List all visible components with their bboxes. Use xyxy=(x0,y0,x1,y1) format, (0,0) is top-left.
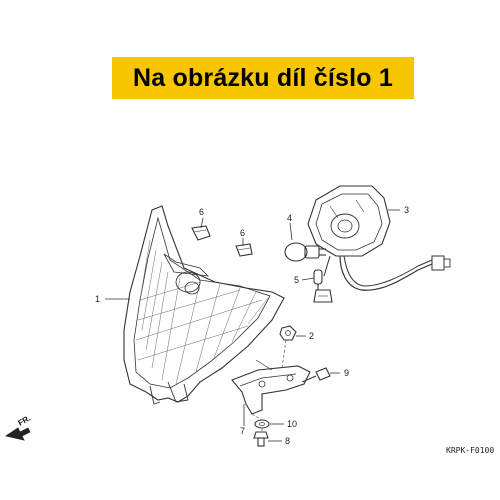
position-light-bulb[interactable] xyxy=(313,269,323,290)
callout-7: 7 xyxy=(240,426,245,436)
direction-label: FR. xyxy=(17,413,33,427)
clip-lower[interactable] xyxy=(235,243,253,257)
callout-8: 8 xyxy=(285,436,290,446)
callout-4: 4 xyxy=(287,213,292,223)
callout-1: 1 xyxy=(95,294,100,304)
front-direction-arrow-icon xyxy=(4,427,31,441)
headlight-bulb[interactable] xyxy=(284,242,326,262)
callout-10: 10 xyxy=(287,419,297,429)
callout-5: 5 xyxy=(294,275,299,285)
headlight-unit[interactable] xyxy=(123,205,285,405)
callout-6-upper: 6 xyxy=(199,207,204,217)
rear-cover-with-harness[interactable] xyxy=(307,185,451,291)
callout-9: 9 xyxy=(344,368,349,378)
washer[interactable] xyxy=(254,419,270,429)
callout-6-lower: 6 xyxy=(240,228,245,238)
diagram-code: KRPK-F0100 xyxy=(446,446,494,455)
nut[interactable] xyxy=(279,325,297,341)
headlight-bracket[interactable] xyxy=(231,359,311,415)
clip-upper[interactable] xyxy=(191,225,211,241)
part-banner: Na obrázku díl číslo 1 xyxy=(112,57,414,99)
callout-2: 2 xyxy=(309,331,314,341)
bolt-9[interactable] xyxy=(301,367,331,383)
callout-3: 3 xyxy=(404,205,409,215)
bulb-socket[interactable] xyxy=(313,289,333,303)
screw[interactable] xyxy=(253,431,269,447)
